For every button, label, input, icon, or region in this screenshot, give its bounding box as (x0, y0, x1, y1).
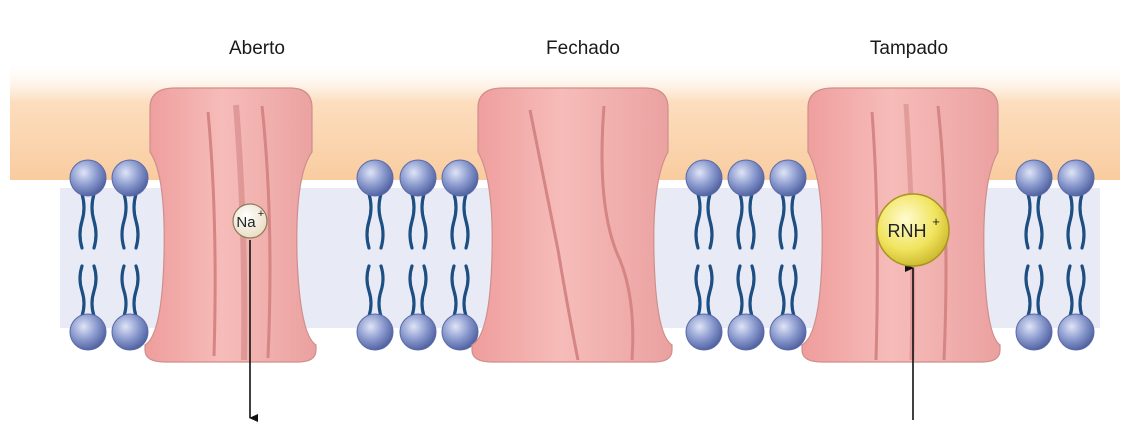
blocker-label: RNH (888, 221, 927, 241)
lipid-head (728, 314, 764, 350)
lipid-head (400, 160, 436, 196)
lipid-head (112, 160, 148, 196)
lipid-head (70, 314, 106, 350)
channel-open (145, 88, 316, 362)
channel-closed (472, 88, 672, 362)
lipid-head (112, 314, 148, 350)
lipid-head (686, 160, 722, 196)
lipid-head (1016, 314, 1052, 350)
lipid-head (400, 314, 436, 350)
lipid-head (770, 314, 806, 350)
sodium-ion: Na + (233, 204, 267, 238)
lipid-head (770, 160, 806, 196)
lipid-head (70, 160, 106, 196)
blocker-molecule: RNH + (877, 194, 949, 266)
lipid-head (1058, 314, 1094, 350)
lipid-head (357, 160, 393, 196)
lipid-head (1016, 160, 1052, 196)
lipid-head (442, 160, 478, 196)
lipid-head (1058, 160, 1094, 196)
lipid-head (686, 314, 722, 350)
sodium-ion-charge: + (258, 208, 264, 220)
sodium-ion-label: Na (236, 214, 256, 231)
lipid-head (357, 314, 393, 350)
lipid-head (728, 160, 764, 196)
blocker-charge: + (932, 214, 940, 229)
